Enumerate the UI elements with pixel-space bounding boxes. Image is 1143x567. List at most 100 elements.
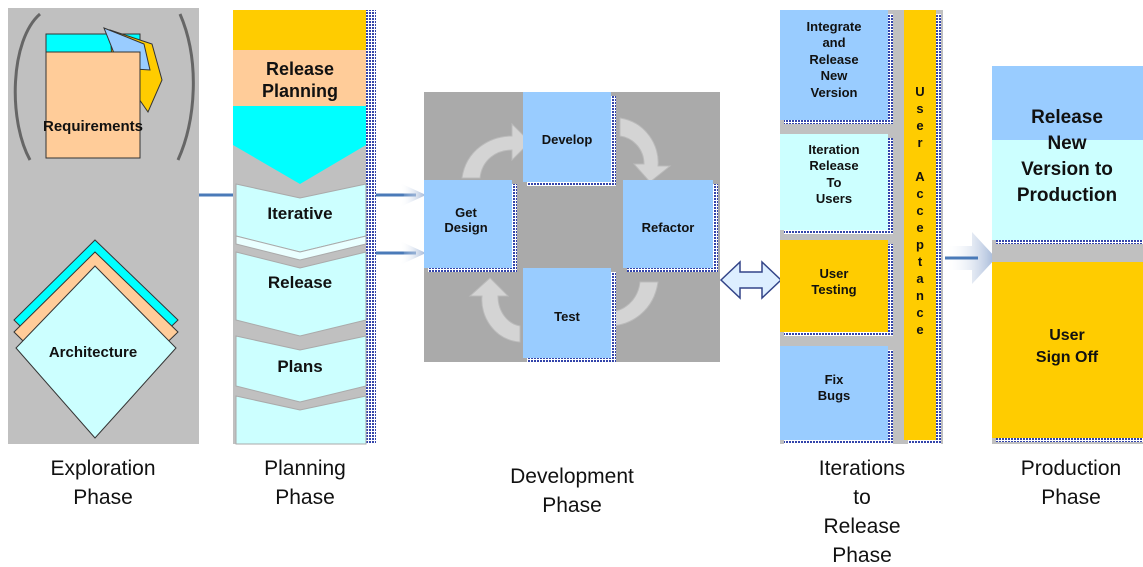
release-new-version-label-4: Production <box>1017 185 1117 206</box>
release-planning-arrow <box>233 106 366 184</box>
test-label: Test <box>554 309 580 324</box>
integrate-label-1: Integrate <box>807 19 862 34</box>
architecture-label: Architecture <box>49 344 137 361</box>
planning-to-dev-arrows-icon <box>376 183 426 265</box>
planning-shadow <box>366 10 376 444</box>
iteration-release-label-1: Iteration <box>808 142 859 157</box>
curved-arrow-right-icon <box>176 13 195 161</box>
refactor-shadow-bottom <box>627 268 718 272</box>
fix-bugs-box <box>780 346 888 440</box>
get-design-label-line2: Design <box>444 220 487 235</box>
iterations-caption-line4: Phase <box>832 544 892 567</box>
release-planning-box <box>233 50 366 106</box>
user-acceptance-shadow <box>936 14 941 444</box>
develop-shadow <box>611 96 616 186</box>
development-caption-line2: Phase <box>542 494 602 517</box>
refactor-box <box>623 180 713 268</box>
release-new-version-label-3: Version to <box>1021 159 1113 180</box>
iteration-release-box <box>780 134 888 230</box>
production-caption-line1: Production <box>1021 457 1121 480</box>
release-new-version-shadow <box>996 240 1143 244</box>
development-phase: Develop Get Design Refactor Test Develop… <box>424 92 720 517</box>
planning-item-release: Release <box>268 273 332 292</box>
test-shadow <box>611 272 616 362</box>
get-design-label-line1: Get <box>455 205 477 220</box>
user-acceptance-shadow-bottom <box>908 440 941 444</box>
ua-letter-2: s <box>916 101 923 116</box>
fix-bugs-shadow <box>888 350 893 444</box>
get-design-shadow-bottom <box>428 268 517 272</box>
production-caption-line2: Phase <box>1041 486 1101 509</box>
chevron-divider <box>235 235 367 261</box>
ua-letter-9: e <box>916 220 923 235</box>
planning-item-iterative: Iterative <box>267 204 332 223</box>
integrate-shadow-bottom <box>784 120 893 124</box>
get-design-box <box>424 180 512 268</box>
user-sign-off-shadow <box>996 438 1143 442</box>
user-sign-off-label-2: Sign Off <box>1036 349 1099 366</box>
user-testing-shadow <box>888 244 893 336</box>
ua-letter-14: c <box>916 305 923 320</box>
planning-item-plans: Plans <box>277 357 322 376</box>
user-acceptance-bar <box>904 10 936 440</box>
exploration-caption-line1: Exploration <box>50 457 155 480</box>
release-planning-label-line1: Release <box>266 59 334 79</box>
ua-letter-12: a <box>916 271 924 286</box>
test-box <box>523 268 611 358</box>
develop-shadow-bottom <box>527 182 616 186</box>
integrate-label-2: and <box>822 35 845 50</box>
fix-bugs-label-2: Bugs <box>818 388 851 403</box>
get-design-shadow <box>512 184 517 272</box>
exploration-phase: Requirements Architecture Exploration Ph… <box>8 8 199 509</box>
ua-letter-15: e <box>916 322 923 337</box>
ua-letter-7: c <box>916 186 923 201</box>
double-arrow-icon <box>719 260 783 300</box>
iterations-caption-line2: to <box>853 486 871 509</box>
release-new-version-label-1: Release <box>1031 107 1103 128</box>
ua-letter-4: r <box>917 135 922 150</box>
iterations-caption-line1: Iterations <box>819 457 905 480</box>
chevron-bottom <box>235 395 367 445</box>
planning-caption-line1: Planning <box>264 457 346 480</box>
ua-letter-8: c <box>916 203 923 218</box>
iteration-release-label-3: To <box>827 175 842 190</box>
fix-bugs-shadow-bottom <box>784 440 893 444</box>
refactor-shadow <box>713 184 718 272</box>
development-caption-line1: Development <box>510 465 634 488</box>
iterations-to-production-arrow-icon <box>945 232 996 284</box>
user-testing-box <box>780 240 888 332</box>
iteration-release-label-2: Release <box>809 158 858 173</box>
integrate-shadow <box>888 14 893 124</box>
iterations-phase: Integrate and Release New Version Iterat… <box>780 10 943 567</box>
integrate-label-5: Version <box>811 85 858 100</box>
user-testing-shadow-bottom <box>784 332 893 336</box>
architecture-icon <box>13 239 179 439</box>
integrate-label-4: New <box>821 68 849 83</box>
exploration-caption-line2: Phase <box>73 486 133 509</box>
test-shadow-bottom <box>527 358 616 362</box>
user-sign-off-label-1: User <box>1049 327 1085 344</box>
ua-letter-6: A <box>915 169 925 184</box>
iteration-release-label-4: Users <box>816 191 852 206</box>
integrate-label-3: Release <box>809 52 858 67</box>
planning-gold-band <box>233 10 366 50</box>
requirements-label: Requirements <box>43 118 143 135</box>
release-planning-label-line2: Planning <box>262 81 338 101</box>
ua-letter-10: p <box>916 237 924 252</box>
integrate-box <box>780 10 888 120</box>
requirements-icon <box>45 27 163 159</box>
develop-box <box>523 92 611 182</box>
planning-caption-line2: Phase <box>275 486 335 509</box>
ua-letter-1: U <box>915 84 924 99</box>
user-acceptance-label: U s e r A c c e p t a n c e <box>915 84 925 337</box>
chevron-plans <box>235 335 367 403</box>
ua-letter-3: e <box>916 118 923 133</box>
ua-letter-11: t <box>918 254 923 269</box>
ua-letter-13: n <box>916 288 924 303</box>
iterations-caption-line3: Release <box>823 515 900 538</box>
refactor-label: Refactor <box>642 220 695 235</box>
chevron-release <box>235 251 367 337</box>
fix-bugs-label-1: Fix <box>825 372 845 387</box>
user-sign-off-box <box>992 262 1143 438</box>
